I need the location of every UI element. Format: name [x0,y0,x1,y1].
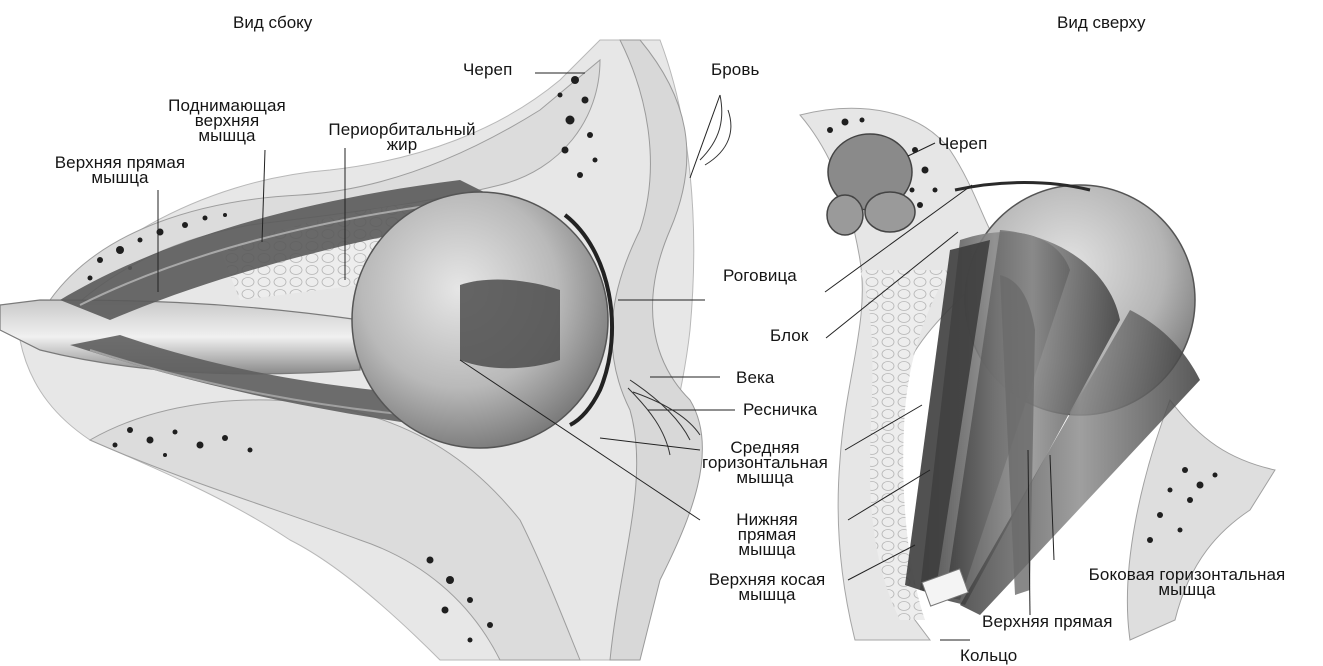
label-superior-rectus-top: Верхняя прямая [982,614,1113,629]
label-cornea: Роговица [723,268,797,283]
label-skull-top: Череп [938,136,987,151]
label-eyelids: Века [736,370,774,385]
label-levator: Поднимающая верхняя мышца [152,98,302,143]
label-periorbital-fat: Периорбитальный жир [307,122,497,152]
side-view-title: Вид сбоку [233,13,312,33]
label-lateral-rectus: Боковая горизонтальная мышца [1062,567,1312,597]
label-inferior-rectus: Нижняя прямая мышца [712,512,822,557]
label-eyelash: Ресничка [743,402,817,417]
top-view-illustration [800,108,1275,640]
muscle-insertion-patch [460,280,560,369]
label-ring: Кольцо [960,648,1017,663]
top-view-title: Вид сверху [1057,13,1146,33]
label-skull-side: Череп [463,62,512,77]
label-medial-rectus: Средняя горизонтальная мышца [680,440,850,485]
label-superior-oblique: Верхняя косая мышца [687,572,847,602]
label-brow: Бровь [711,62,759,77]
label-trochlea: Блок [770,328,808,343]
lateral-bone [1127,400,1275,640]
sinus-cell-2 [865,192,915,232]
label-superior-rectus-side: Верхняя прямая мышца [35,155,205,185]
